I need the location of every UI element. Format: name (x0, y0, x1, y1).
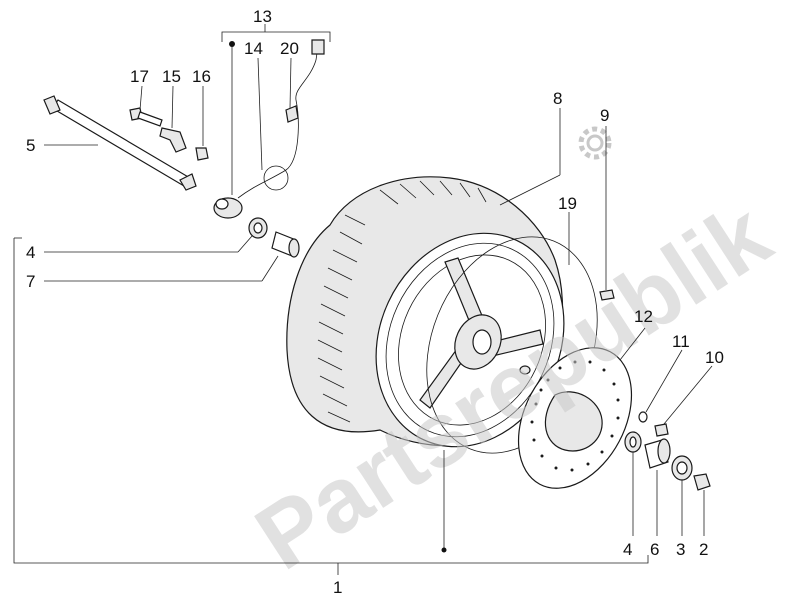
wheel-axle (43, 95, 197, 191)
callout-16: 16 (192, 67, 211, 86)
bolt-10 (654, 423, 669, 437)
bearing-right (624, 431, 642, 453)
callout-13: 13 (253, 7, 272, 26)
callout-labels: 13 14 20 17 15 16 5 4 7 8 9 19 12 11 10 … (26, 7, 724, 597)
rim-inner (398, 254, 546, 426)
callout-11: 11 (672, 332, 690, 351)
spacer-7 (271, 231, 300, 258)
callout-1: 1 (333, 578, 342, 597)
callout-7: 7 (26, 272, 35, 291)
callout-15: 15 (162, 67, 181, 86)
callout-6: 6 (650, 540, 659, 559)
tyre-tread (317, 180, 487, 423)
gear-ring-14 (263, 165, 289, 191)
washer-11 (638, 411, 648, 423)
callout-4-left: 4 (26, 243, 35, 262)
callout-19: 19 (558, 194, 577, 213)
speedometer-drive (213, 39, 325, 219)
nut-16 (195, 147, 209, 161)
callout-3: 3 (676, 540, 685, 559)
leader-dot-13 (229, 41, 235, 47)
valve-hole (519, 365, 531, 375)
leader-dot-1 (441, 547, 447, 553)
callout-17: 17 (130, 67, 149, 86)
callout-10: 10 (705, 348, 724, 367)
hub-center (472, 329, 492, 355)
rim-lip (385, 242, 555, 438)
callout-2: 2 (699, 540, 708, 559)
seal-3 (671, 455, 693, 481)
callout-8: 8 (553, 89, 562, 108)
brake-disc (517, 347, 633, 489)
callout-12: 12 (634, 307, 653, 326)
callout-5: 5 (26, 136, 35, 155)
gear-icon (578, 126, 612, 160)
nut-2 (693, 473, 711, 491)
callout-9: 9 (600, 106, 609, 125)
callout-14: 14 (244, 39, 263, 58)
callout-4-right: 4 (623, 540, 632, 559)
front-wheel-assembly (286, 176, 598, 454)
bearing-left (248, 217, 268, 239)
leader-lines (13, 24, 713, 575)
bolt-17 (129, 107, 163, 127)
callout-20: 20 (280, 39, 299, 58)
spacer-6 (644, 438, 671, 469)
bracket-15 (159, 127, 187, 153)
bolt-9 (599, 289, 615, 301)
